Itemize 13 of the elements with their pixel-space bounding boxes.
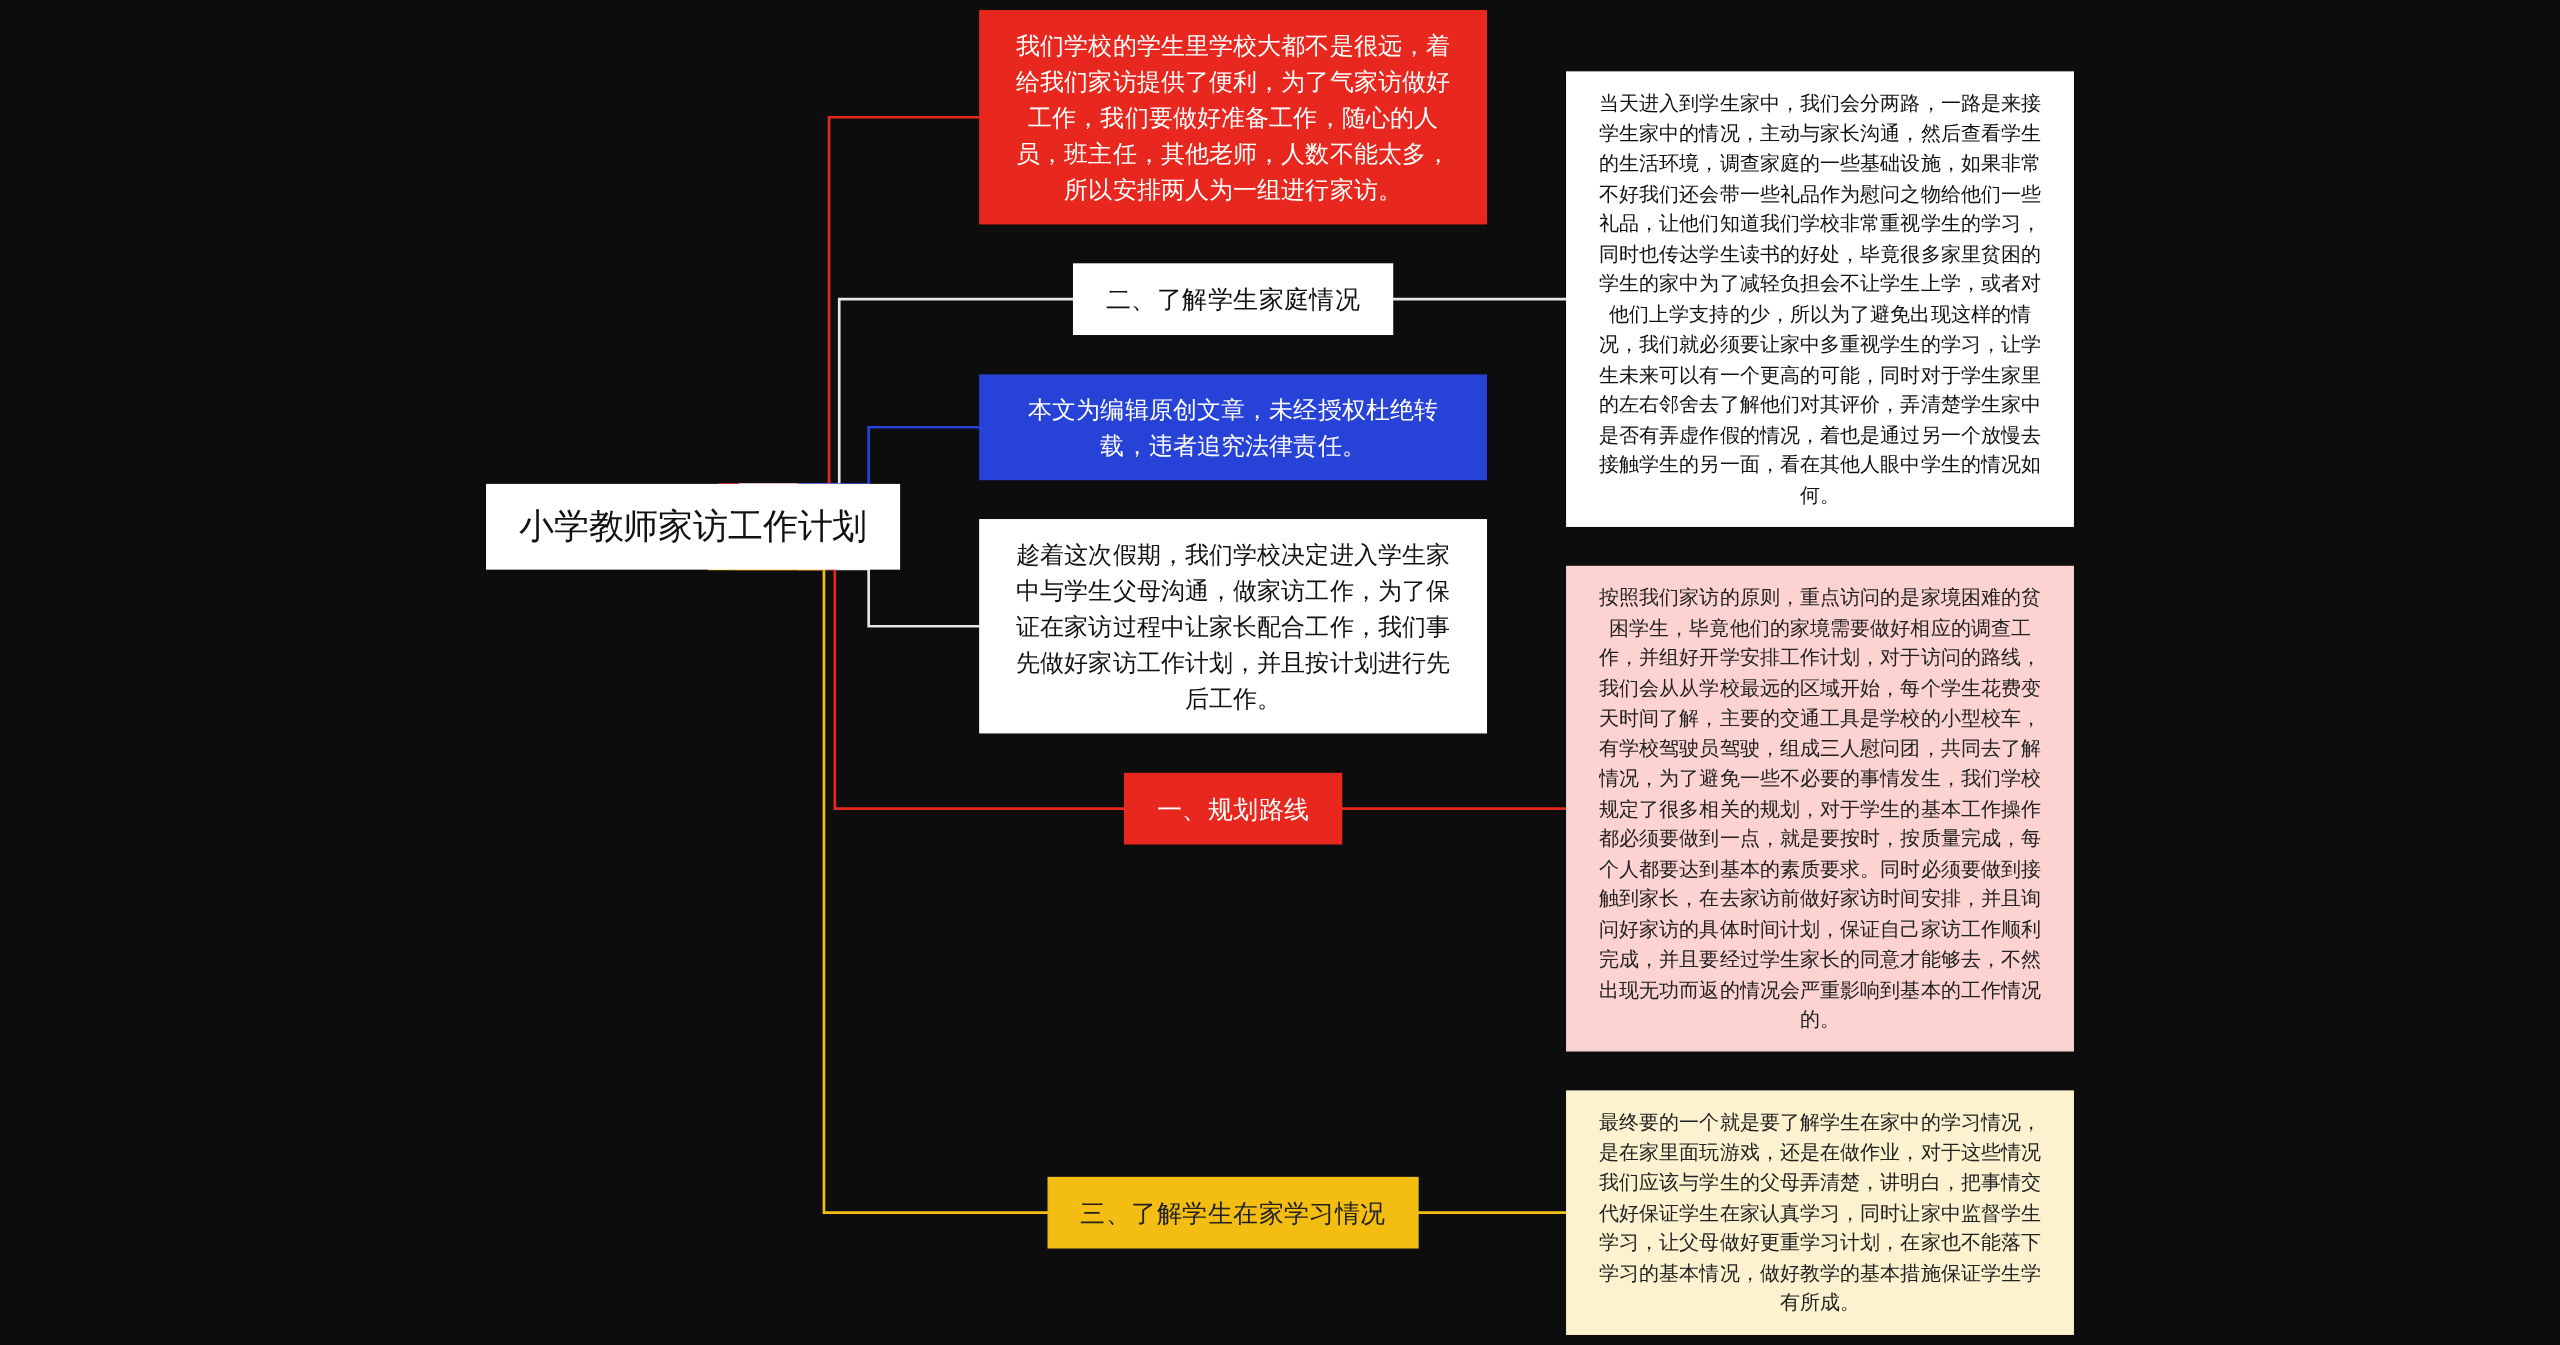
node-box: 趁着这次假期，我们学校决定进入学生家中与学生父母沟通，做家访工作，为了保证在家访过程中让家长配合工作，我们事先做好家访工作计划，并且按计划进行先后工作。 (979, 519, 1488, 734)
node-box: 当天进入到学生家中，我们会分两路，一路是来接学生家中的情况，主动与家长沟通，然后查看学生的生活环境，调查家庭的一些基础设施，如果非常不好我们还会带一些礼品作为慰问之物给他们一些礼品，让他们知道我们学校非常重视学生的学习，同时也传达学生读书的好处，毕竟很多家里贫困的学生的家中为了减轻负担会不让学生上学，或者对他们上学支持的少，所以为了避免出现这样的情况，我们就必须要让家中多重视学生的学习，让学生未来可以有一个更高的可能，同时对于学生家里的左右邻舍去了解他们对其评价，弄清楚学生家中是否有弄虚作假的情况，着也是通过另一个放慢去接触学生的另一面，看在其他人眼中学生的情况如何。 (1566, 71, 2074, 527)
node-box: 二、了解学生家庭情况 (1072, 263, 1394, 335)
node-box: 按照我们家访的原则，重点访问的是家境困难的贫困学生，毕竟他们的家境需要做好相应的调查工作，并组好开学安排工作计划，对于访问的路线，我们会从从学校最远的区域开始，每个学生花费变天时间了解，主要的交通工具是学校的小型校车，有学校驾驶员驾驶，组成三人慰问团，共同去了解情况，为了避免一些不必要的事情发生，我们学校规定了很多相关的规划，对于学生的基本工作操作都必须要做到一点，就是要按时，按质量完成，每个人都要达到基本的素质要求。同时必须要做到接触到家长，在去家访前做好家访时间安排，并且询问好家访的具体时间计划，保证自己家访工作顺利完成，并且要经过学生家长的同意才能够去，不然出现无功而返的情况会严重影响到基本的工作情况的。 (1566, 565, 2074, 1052)
node-box: 我们学校的学生里学校大都不是很远，着给我们家访提供了便利，为了气家访做好工作，我们要做好准备工作，随心的人员，班主任，其他老师，人数不能太多，所以安排两人为一组进行家访。 (979, 10, 1488, 225)
node-box: 最终要的一个就是要了解学生在家中的学习情况，是在家里面玩游戏，还是在做作业，对于这些情况我们应该与学生的父母弄清楚，讲明白，把事情交代好保证学生在家认真学习，同时让家中监督学生学习，让父母做好更重学习计划，在家也不能落下学习的基本情况，做好教学的基本措施保证学生学有所成。 (1566, 1090, 2074, 1335)
connector (1418, 1211, 1567, 1214)
node-box: 三、了解学生在家学习情况 (1047, 1176, 1419, 1249)
node-box: 一、规划路线 (1123, 772, 1343, 845)
connector (1392, 297, 1567, 301)
node-box: 本文为编辑原创文章，未经授权杜绝转载，违者追究法律责任。 (979, 374, 1488, 481)
connector (1341, 807, 1567, 810)
node-box: 小学教师家访工作计划 (486, 483, 901, 570)
